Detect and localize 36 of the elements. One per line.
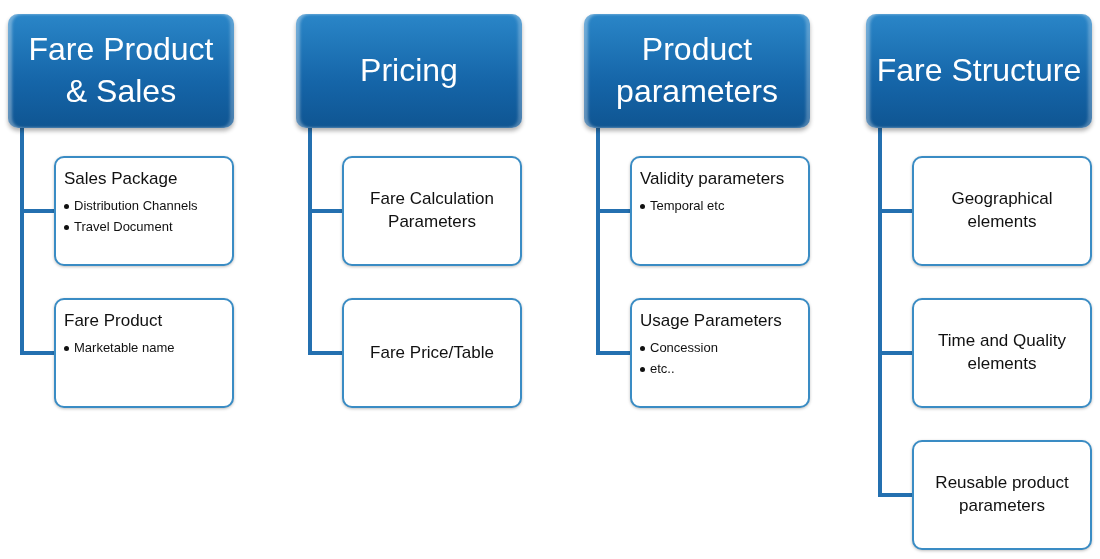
item-title: Fare Calculation Parameters (369, 188, 495, 233)
item-box (912, 298, 1092, 408)
item-box (912, 156, 1092, 266)
item-title: Geographical elements (950, 188, 1054, 233)
connector-line (878, 128, 912, 497)
item-title: Fare Product (64, 310, 164, 332)
bullet-item: etc.. (650, 359, 675, 378)
item-box (54, 298, 234, 408)
header-title: Fare Product & Sales (27, 30, 215, 111)
item-box (342, 298, 522, 408)
item-box (630, 156, 810, 266)
item-title: Sales Package (64, 168, 179, 190)
bullet-item: Distribution Channels (74, 196, 198, 215)
item-title: Validity parameters (640, 168, 786, 190)
header-title: Fare Structure (876, 51, 1082, 91)
item-box (54, 156, 234, 266)
item-box (912, 440, 1092, 550)
bullet-item: Concession (650, 338, 718, 357)
category-header-box (866, 14, 1092, 128)
connector-line (308, 128, 342, 355)
item-title: Time and Quality elements (937, 330, 1067, 375)
item-title: Reusable product parameters (934, 472, 1070, 517)
header-title: Product parameters (615, 30, 779, 111)
category-header-box (296, 14, 522, 128)
category-header-box (8, 14, 234, 128)
connector-line (20, 128, 54, 355)
connector-line (596, 128, 630, 355)
item-box (630, 298, 810, 408)
category-header-box (584, 14, 810, 128)
bullet-item: Marketable name (74, 338, 175, 357)
bullet-item: Travel Document (74, 217, 173, 236)
header-title: Pricing (360, 51, 458, 91)
item-title: Fare Price/Table (370, 341, 494, 364)
bullet-item: Temporal etc (650, 196, 725, 215)
item-title: Usage Parameters (640, 310, 783, 332)
item-box (342, 156, 522, 266)
